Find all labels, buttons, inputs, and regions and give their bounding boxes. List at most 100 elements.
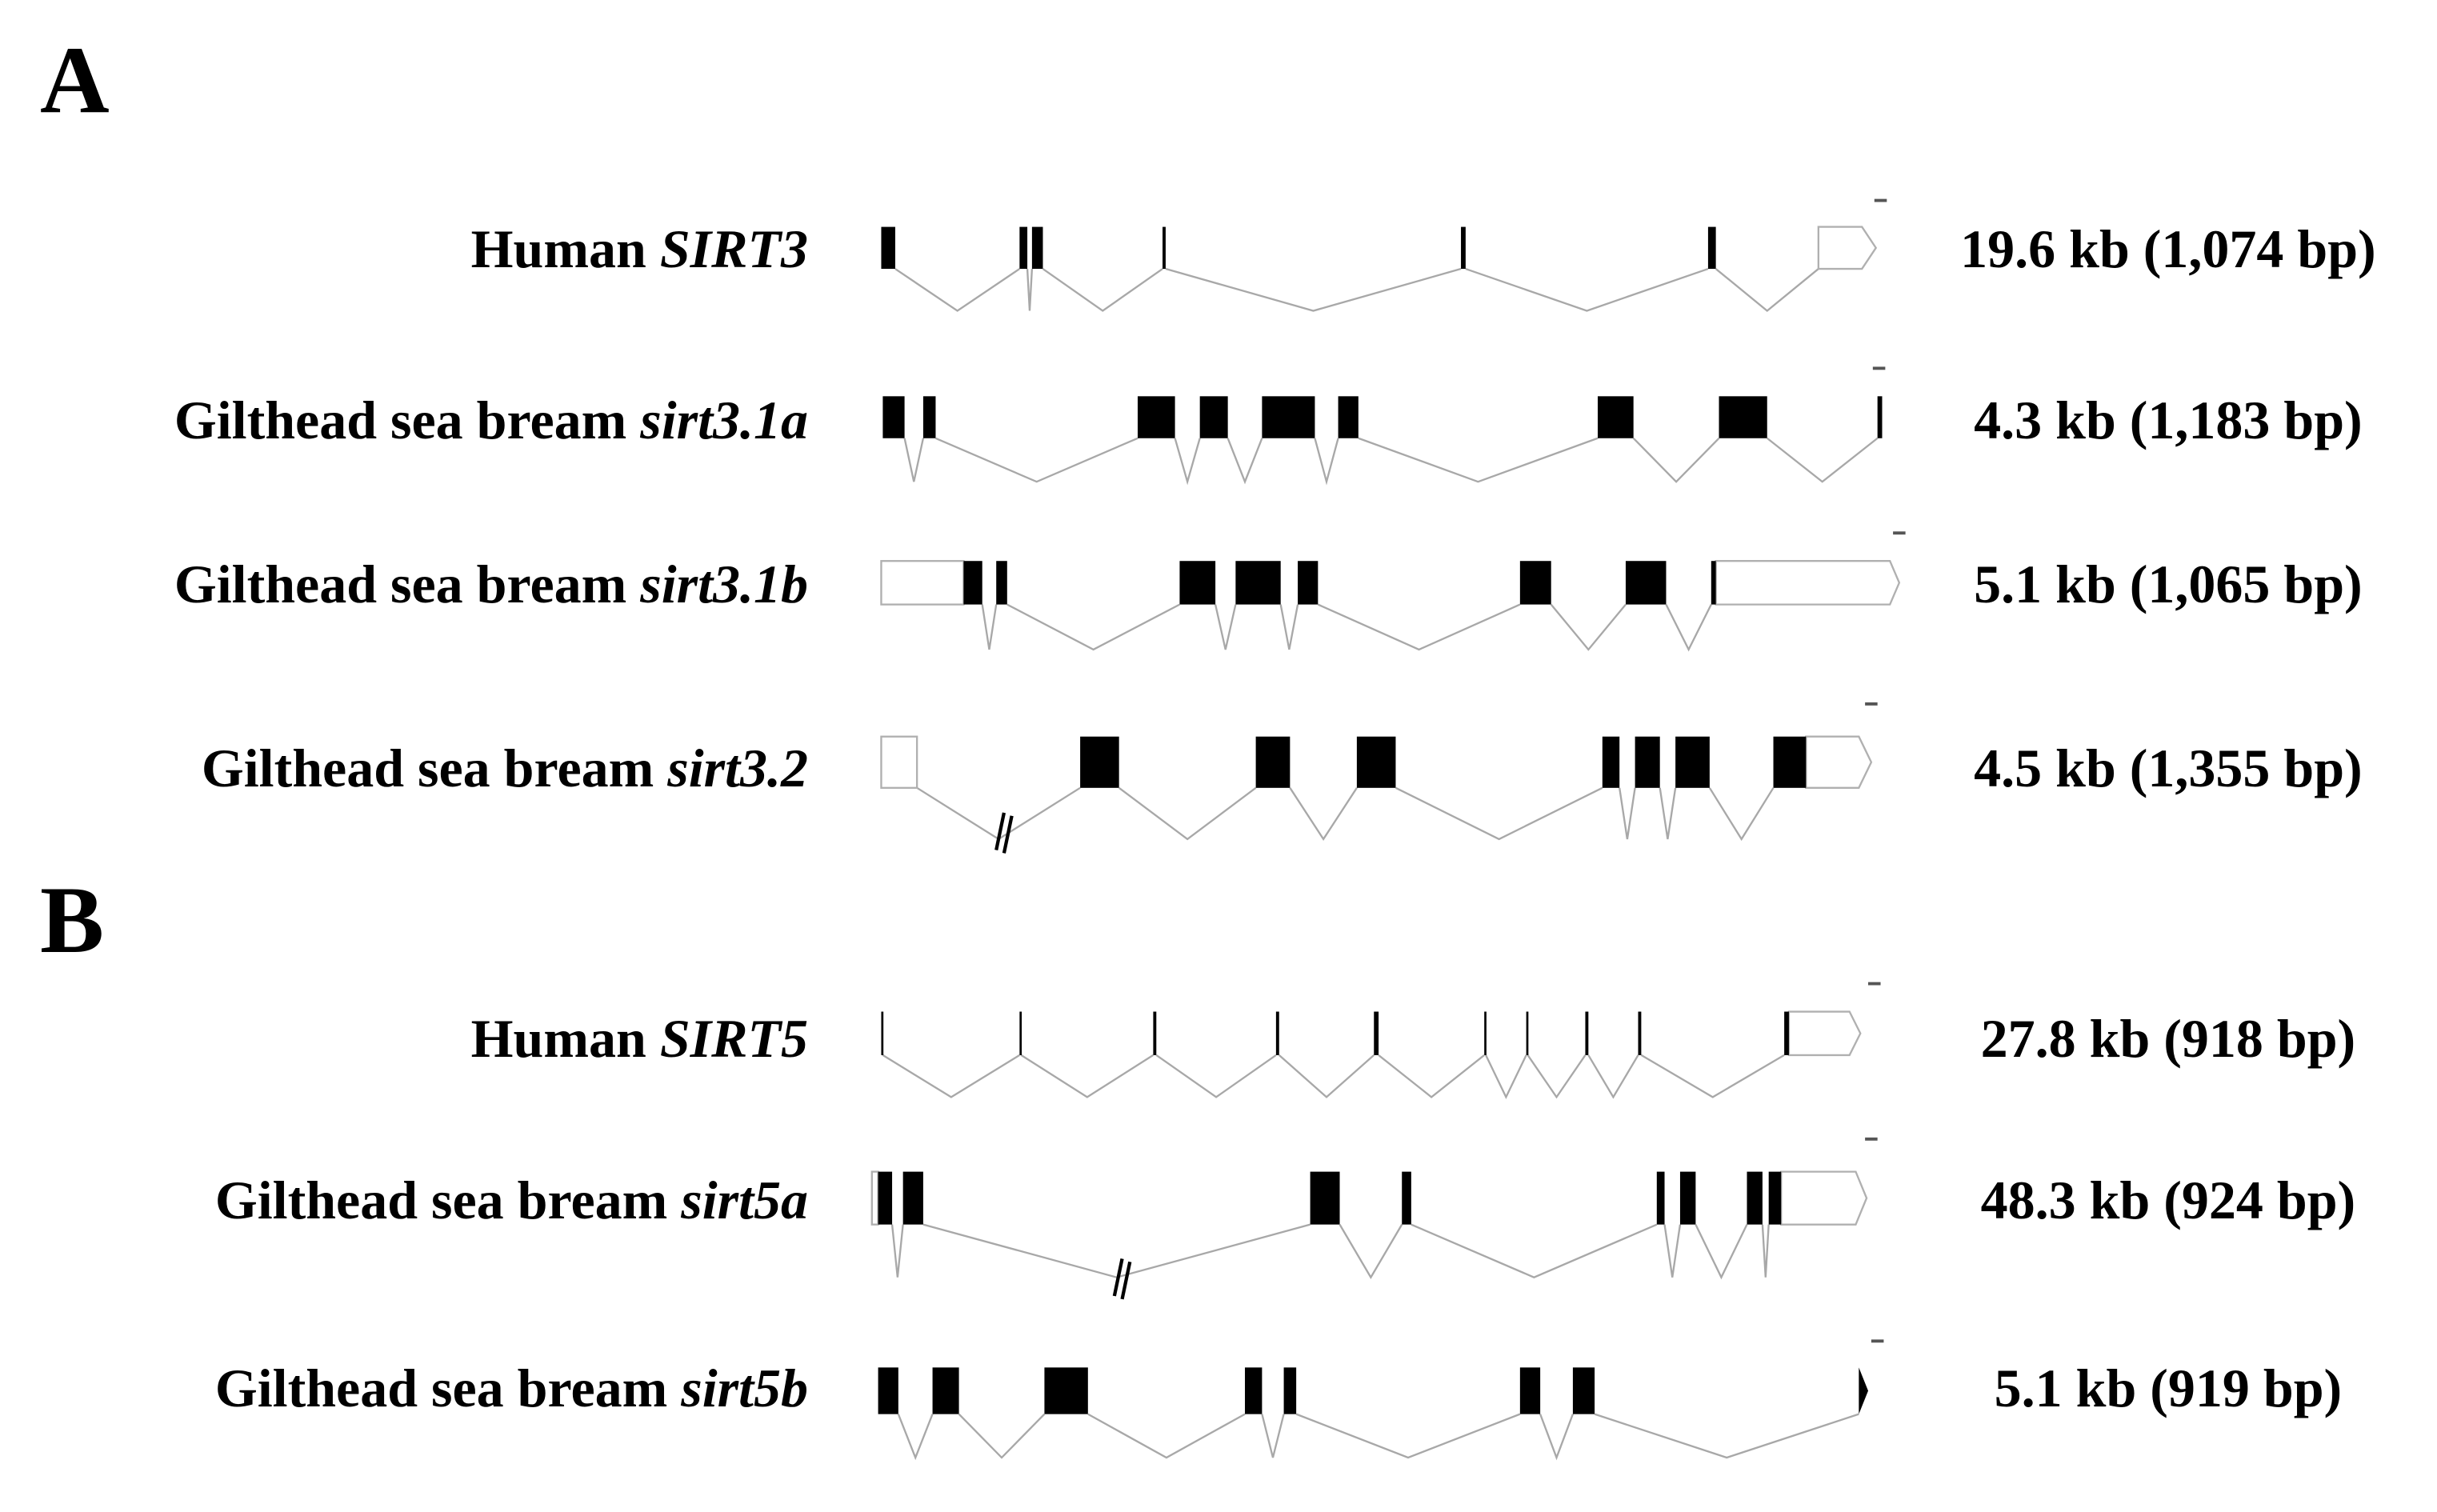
intron-break-icon [1112, 1258, 1132, 1300]
exon-block [882, 396, 905, 438]
intron-line [894, 268, 1020, 312]
intron-line [1663, 1224, 1682, 1278]
intron-line [1020, 1054, 1154, 1098]
exon-block [1283, 1367, 1297, 1414]
size-label-seabream-sirt5b: 5.1 kb (919 bp) [1994, 1357, 2343, 1418]
utr3-arrow [1787, 1010, 1862, 1057]
utr5-box [880, 735, 918, 789]
exon-block [1519, 1367, 1541, 1414]
utr5-box [880, 560, 965, 606]
gene-structure-seabream-sirt3-1b [880, 531, 1906, 652]
intron-line [1006, 603, 1180, 651]
exon-block [1031, 226, 1043, 270]
stop-tick-mark [1893, 531, 1906, 535]
gene-structure-seabream-sirt3-2 [880, 702, 1878, 854]
gene-structure-human-sirt3 [881, 198, 1887, 312]
intron-line [981, 604, 998, 650]
exon-block [881, 226, 895, 270]
gene-label-seabream-sirt3-1b: Gilthead sea bream sirt3.1b [174, 557, 808, 611]
utr3-arrow [1817, 226, 1878, 270]
intron-line [1539, 1414, 1575, 1461]
exon-block [1179, 561, 1216, 605]
exon-block [1199, 396, 1228, 438]
exon-block [1784, 1011, 1789, 1055]
stop-tick-mark [1874, 198, 1887, 202]
utr5-box [870, 1170, 879, 1226]
exon-block [1638, 1011, 1642, 1055]
exon-block [1519, 561, 1551, 605]
exon-block [1019, 1011, 1022, 1055]
size-label-seabream-sirt3-1b: 5.1 kb (1,065 bp) [1974, 554, 2363, 615]
utr3-arrow-solid [1859, 1367, 1869, 1414]
exon-block [1255, 736, 1291, 788]
species-name: Human [470, 1007, 660, 1069]
exon-block [963, 561, 982, 605]
exon-block [1597, 396, 1634, 438]
exon-block [1625, 561, 1667, 605]
utr3-arrow [1805, 735, 1873, 789]
gene-structure-seabream-sirt5a [870, 1137, 1878, 1300]
stop-tick-mark [1872, 366, 1886, 370]
exon-block [1044, 1367, 1088, 1414]
exon-block [1153, 1011, 1157, 1055]
stop-tick-mark [1865, 702, 1878, 706]
intron-line [1659, 787, 1677, 840]
gene-label-seabream-sirt5a: Gilthead sea bream sirt5a [215, 1173, 808, 1227]
species-name: Gilthead sea bream [214, 1357, 682, 1418]
exon-block [1356, 736, 1396, 788]
intron-line [1665, 604, 1712, 652]
intron-line [1214, 604, 1237, 650]
intron-line [1715, 268, 1819, 312]
exon-block [922, 396, 936, 438]
intron-line [1395, 786, 1603, 841]
gene-label-seabream-sirt3-2: Gilthead sea bream sirt3.2 [202, 741, 808, 795]
exon-block [1656, 1171, 1665, 1225]
intron-line [1358, 437, 1599, 483]
exon-block [1675, 736, 1710, 788]
exon-block [1526, 1011, 1529, 1055]
exon-block [932, 1367, 959, 1414]
exon-block [1245, 1367, 1263, 1414]
panel-letter-a: A [40, 26, 110, 133]
size-label-human-sirt3: 19.6 kb (1,074 bp) [1960, 218, 2376, 279]
stop-tick-mark [1871, 1339, 1884, 1343]
intron-line [1708, 787, 1775, 842]
exon-block [1635, 736, 1660, 788]
intron-line [1174, 438, 1201, 486]
exon-block [1137, 396, 1175, 438]
species-name: Gilthead sea bream [174, 389, 641, 450]
exon-block [1298, 561, 1319, 605]
intron-line [1317, 603, 1521, 651]
intron-line [890, 1224, 904, 1278]
exon-block [1711, 561, 1716, 605]
exon-block [996, 561, 1007, 605]
intron-line [1339, 1224, 1403, 1279]
exon-block [1768, 1171, 1782, 1225]
species-name: Gilthead sea bream [214, 1169, 682, 1230]
intron-line [1314, 438, 1339, 486]
intron-line [1278, 1054, 1375, 1098]
gene-name: sirt5b [681, 1357, 808, 1418]
intron-line [1485, 1054, 1527, 1100]
exon-block [1679, 1171, 1696, 1225]
exon-block [1719, 396, 1767, 438]
exon-block [1019, 226, 1028, 270]
intron-line [922, 1223, 1311, 1278]
species-name: Gilthead sea bream [174, 554, 641, 615]
exon-block [1602, 736, 1620, 788]
intron-line [1767, 437, 1879, 483]
intron-line [1261, 1414, 1285, 1458]
intron-line [1378, 1054, 1485, 1098]
exon-block [1080, 736, 1119, 788]
gene-name: SIRT5 [659, 1007, 808, 1069]
exon-block [1402, 1171, 1411, 1225]
intron-line [958, 1413, 1046, 1459]
gene-label-human-sirt5: Human SIRT5 [471, 1011, 808, 1066]
exon-block [1707, 226, 1716, 270]
intron-line [1695, 1224, 1748, 1280]
gene-label-human-sirt3: Human SIRT3 [471, 222, 808, 276]
intron-line [1619, 787, 1636, 840]
species-name: Human [470, 218, 660, 279]
exon-block [1275, 1011, 1279, 1055]
